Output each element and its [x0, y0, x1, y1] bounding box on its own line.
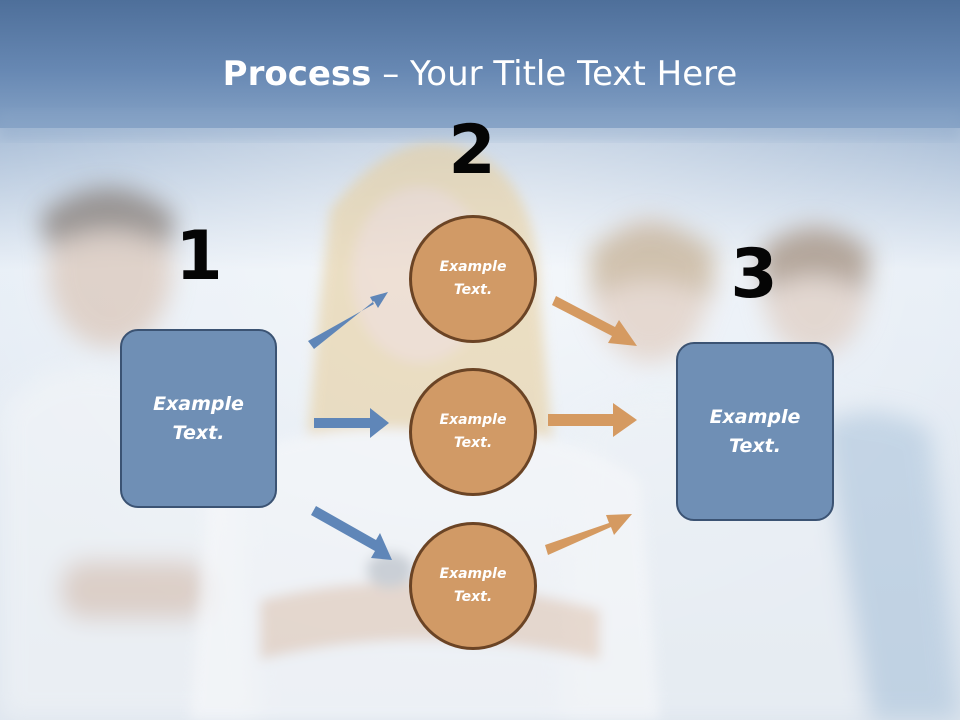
step-1-text: Example Text. [153, 392, 244, 444]
step-2-circle-middle: Example Text. [409, 368, 537, 496]
step-number-2: 2 [448, 111, 496, 190]
arrow-right-blue [314, 408, 389, 438]
title-dash: – [371, 54, 411, 94]
slide-title: Process – Your Title Text Here [0, 52, 960, 96]
arrow-up-right-orange [545, 514, 632, 555]
step-3-box: Example Text. [676, 342, 834, 521]
title-rest: Your Title Text Here [410, 54, 738, 94]
step-1-box: Example Text. [120, 329, 277, 508]
arrow-down-right-blue [311, 506, 392, 560]
step-2-circle-middle-text: Example Text. [439, 412, 507, 451]
step-3-text: Example Text. [709, 405, 801, 457]
arrow-up-right-blue [308, 292, 388, 349]
orange-arrows [545, 296, 637, 555]
title-bold: Process [222, 54, 372, 94]
step-number-1: 1 [175, 217, 223, 296]
step-2-circle-top-text: Example Text. [439, 259, 507, 298]
step-number-3: 3 [730, 235, 778, 314]
step-2-circle-bottom-text: Example Text. [439, 566, 507, 605]
blue-arrows [308, 292, 392, 560]
step-2-circle-bottom: Example Text. [409, 522, 537, 650]
arrow-right-orange [548, 403, 637, 437]
arrow-down-right-orange [552, 296, 637, 346]
step-2-circle-top: Example Text. [409, 215, 537, 343]
